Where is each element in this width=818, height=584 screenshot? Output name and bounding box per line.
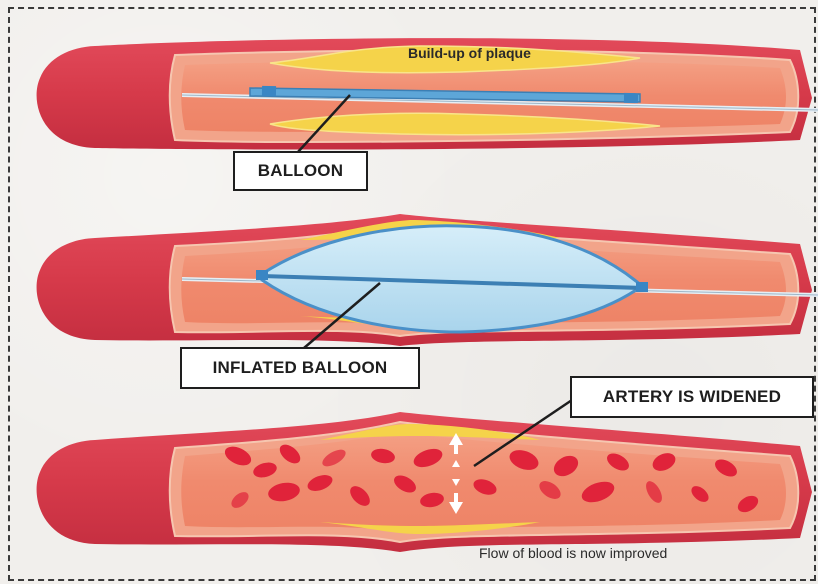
balloon-callout-text: BALLOON xyxy=(258,161,343,181)
balloon-callout: BALLOON xyxy=(233,151,368,191)
artery-widened-callout-text: ARTERY IS WIDENED xyxy=(603,387,781,407)
flow-improved-label: Flow of blood is now improved xyxy=(479,545,667,561)
plaque-label: Build-up of plaque xyxy=(408,45,531,61)
artery-2 xyxy=(37,214,818,346)
artery-widened-callout: ARTERY IS WIDENED xyxy=(570,376,814,418)
artery-3 xyxy=(37,412,812,552)
inflated-balloon-callout: INFLATED BALLOON xyxy=(180,347,420,389)
inflated-balloon-callout-text: INFLATED BALLOON xyxy=(213,358,388,378)
